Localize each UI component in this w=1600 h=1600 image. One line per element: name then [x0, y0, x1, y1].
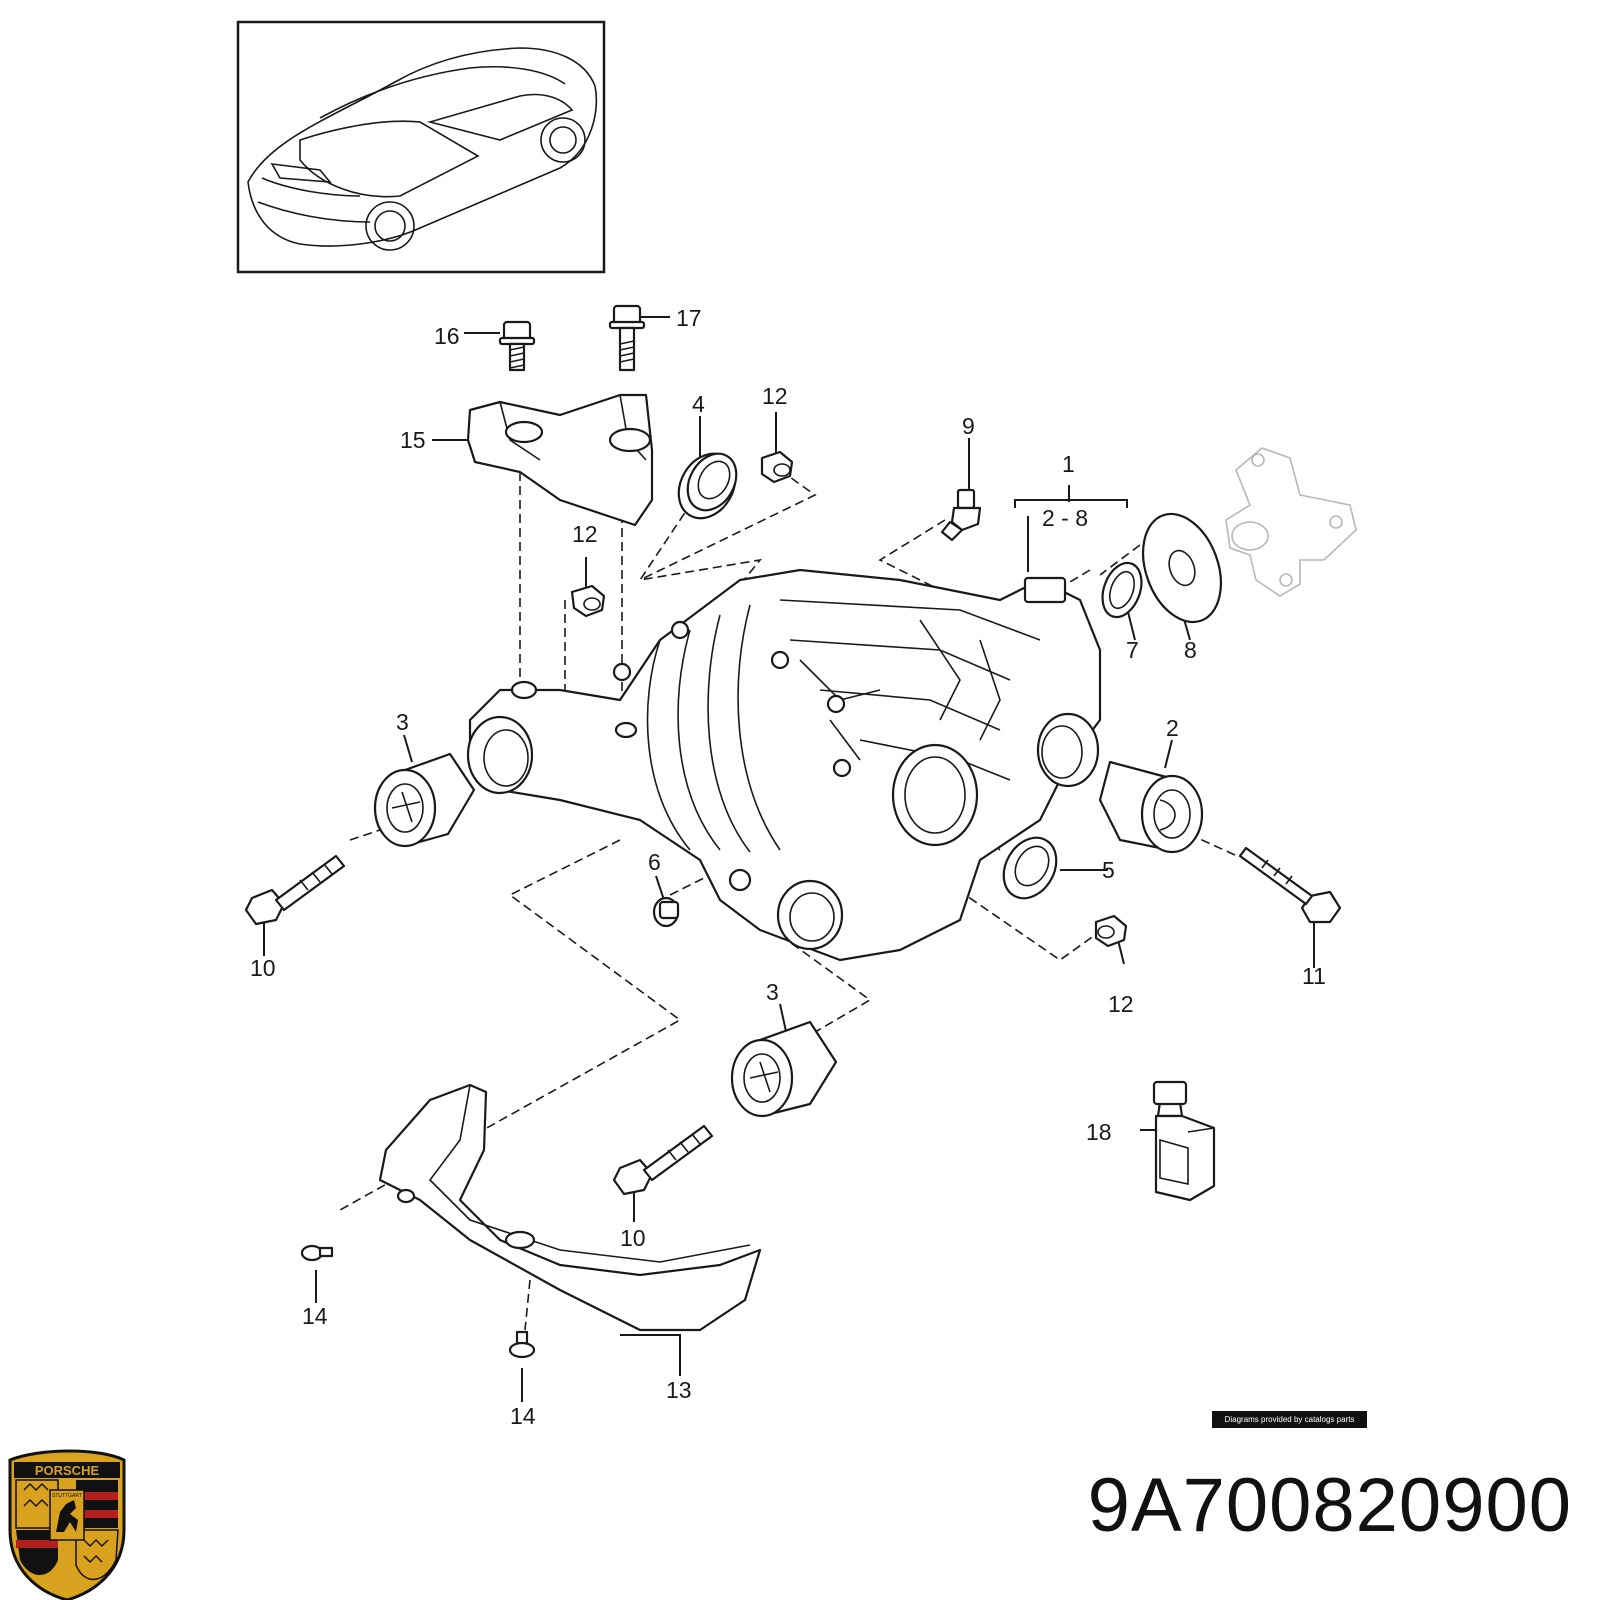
callout-10-top: 10 — [250, 955, 276, 981]
callout-2-8: 2 - 8 — [1042, 505, 1088, 531]
bolt-11 — [1238, 846, 1342, 924]
callout-5: 5 — [1102, 857, 1115, 883]
callout-11: 11 — [1302, 963, 1326, 989]
flange-ghost — [1225, 447, 1357, 597]
bolt-10-bottom — [612, 1124, 714, 1196]
seal-7 — [1101, 561, 1143, 619]
callout-12-left: 12 — [572, 521, 598, 547]
nut-12-top — [760, 450, 794, 484]
callout-18: 18 — [1086, 1119, 1112, 1145]
callout-14-bottom: 14 — [510, 1403, 536, 1429]
sensor-9 — [940, 488, 982, 542]
callout-7: 7 — [1126, 637, 1139, 663]
screw-14-bottom — [508, 1330, 536, 1359]
callout-6: 6 — [648, 849, 661, 875]
fluid-bottle-18 — [1152, 1080, 1216, 1202]
svg-text:STUTTGART: STUTTGART — [52, 1493, 82, 1499]
nut-12-right — [1094, 914, 1128, 948]
callout-4: 4 — [692, 391, 705, 417]
callout-labels: 16 17 15 4 12 9 1 2 - 8 12 7 8 3 2 6 5 1… — [250, 305, 1326, 1429]
callout-9: 9 — [962, 413, 975, 439]
callout-8: 8 — [1184, 637, 1197, 663]
seal-4 — [677, 452, 738, 520]
bushing-3-bottom — [730, 1020, 838, 1118]
callout-14-left: 14 — [302, 1303, 328, 1329]
callout-13: 13 — [666, 1377, 692, 1403]
diagram-credit-label: Diagrams provided by catalogs parts — [1212, 1411, 1367, 1428]
bolt-16 — [498, 320, 536, 372]
cover-13 — [378, 1083, 762, 1332]
screw-14-left — [300, 1244, 334, 1262]
bushing-3-left — [373, 752, 476, 848]
callout-12-top: 12 — [762, 383, 788, 409]
bolt-17 — [608, 304, 646, 372]
callout-17: 17 — [676, 305, 702, 331]
bolt-10-top — [244, 854, 346, 926]
bracket-15 — [466, 393, 654, 527]
callout-2: 2 — [1166, 715, 1179, 741]
callout-10-bottom: 10 — [620, 1225, 646, 1251]
callout-15: 15 — [400, 427, 426, 453]
nut-12-left — [570, 584, 606, 618]
svg-text:PORSCHE: PORSCHE — [35, 1463, 100, 1478]
callout-3-bottom: 3 — [766, 979, 779, 1005]
seal-5 — [1002, 836, 1058, 900]
callout-12-right: 12 — [1108, 991, 1134, 1017]
callout-3-left: 3 — [396, 709, 409, 735]
callout-16: 16 — [434, 323, 460, 349]
vehicle-inset — [236, 20, 606, 274]
porsche-crest-logo: PORSCHE STUTTGART — [8, 1449, 126, 1600]
differential-housing-1 — [466, 568, 1102, 962]
callout-leaders — [263, 316, 1315, 1402]
part-number: 9A700820900 — [1087, 1463, 1572, 1548]
bushing-2 — [1098, 760, 1204, 854]
washer-8 — [1142, 512, 1222, 624]
callout-1: 1 — [1062, 451, 1075, 477]
plug-6 — [652, 896, 680, 928]
